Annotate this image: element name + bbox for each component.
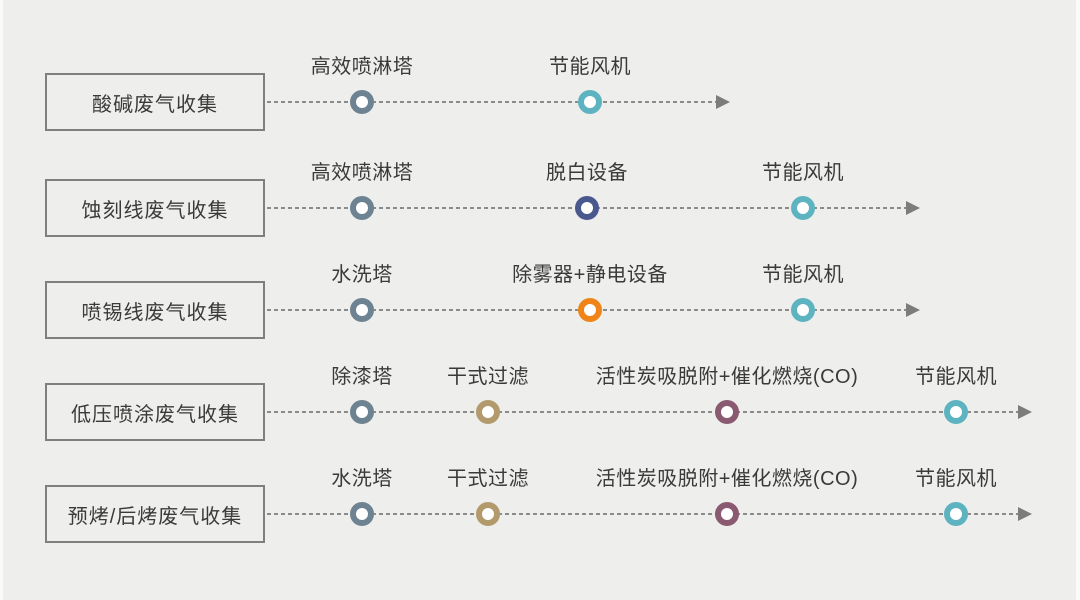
process-node <box>715 502 739 526</box>
node-label: 水洗塔 <box>331 468 393 490</box>
process-node <box>476 400 500 424</box>
process-node <box>578 90 602 114</box>
source-box: 酸碱废气收集 <box>45 73 265 131</box>
node-label: 干式过滤 <box>447 468 529 490</box>
process-node <box>350 298 374 322</box>
source-label: 低压喷涂废气收集 <box>71 403 239 426</box>
source-label: 预烤/后烤废气收集 <box>67 505 243 528</box>
process-node <box>350 196 374 220</box>
node-label: 除雾器+静电设备 <box>512 264 668 286</box>
source-box: 预烤/后烤废气收集 <box>45 485 265 543</box>
process-node <box>578 298 602 322</box>
node-label: 节能风机 <box>915 468 997 490</box>
source-label: 酸碱废气收集 <box>92 93 218 116</box>
process-node <box>575 196 599 220</box>
arrow-right-icon <box>1018 405 1032 419</box>
flow-line <box>267 101 716 103</box>
process-node <box>350 400 374 424</box>
node-label: 高效喷淋塔 <box>310 162 414 184</box>
process-node <box>476 502 500 526</box>
source-box: 喷锡线废气收集 <box>45 281 265 339</box>
node-label: 节能风机 <box>762 162 844 184</box>
node-label: 活性炭吸脱附+催化燃烧(CO) <box>595 366 859 388</box>
right-edge-strip <box>1076 0 1080 600</box>
node-label: 高效喷淋塔 <box>310 56 414 78</box>
source-box: 低压喷涂废气收集 <box>45 383 265 441</box>
node-label: 干式过滤 <box>447 366 529 388</box>
arrow-right-icon <box>1018 507 1032 521</box>
process-node <box>350 90 374 114</box>
node-label: 脱白设备 <box>546 162 628 184</box>
node-label: 活性炭吸脱附+催化燃烧(CO) <box>595 468 859 490</box>
arrow-right-icon <box>716 95 730 109</box>
source-label: 喷锡线废气收集 <box>81 301 229 324</box>
left-edge-strip <box>0 0 3 600</box>
node-label: 节能风机 <box>915 366 997 388</box>
process-node <box>350 502 374 526</box>
node-label: 除漆塔 <box>331 366 393 388</box>
flow-line <box>267 411 1018 413</box>
flow-line <box>267 513 1018 515</box>
source-label: 蚀刻线废气收集 <box>81 199 229 222</box>
process-node <box>944 400 968 424</box>
node-label: 节能风机 <box>762 264 844 286</box>
arrow-right-icon <box>906 303 920 317</box>
process-node <box>944 502 968 526</box>
process-node <box>715 400 739 424</box>
process-node <box>791 298 815 322</box>
node-label: 节能风机 <box>549 56 631 78</box>
process-node <box>791 196 815 220</box>
node-label: 水洗塔 <box>331 264 393 286</box>
source-box: 蚀刻线废气收集 <box>45 179 265 237</box>
arrow-right-icon <box>906 201 920 215</box>
